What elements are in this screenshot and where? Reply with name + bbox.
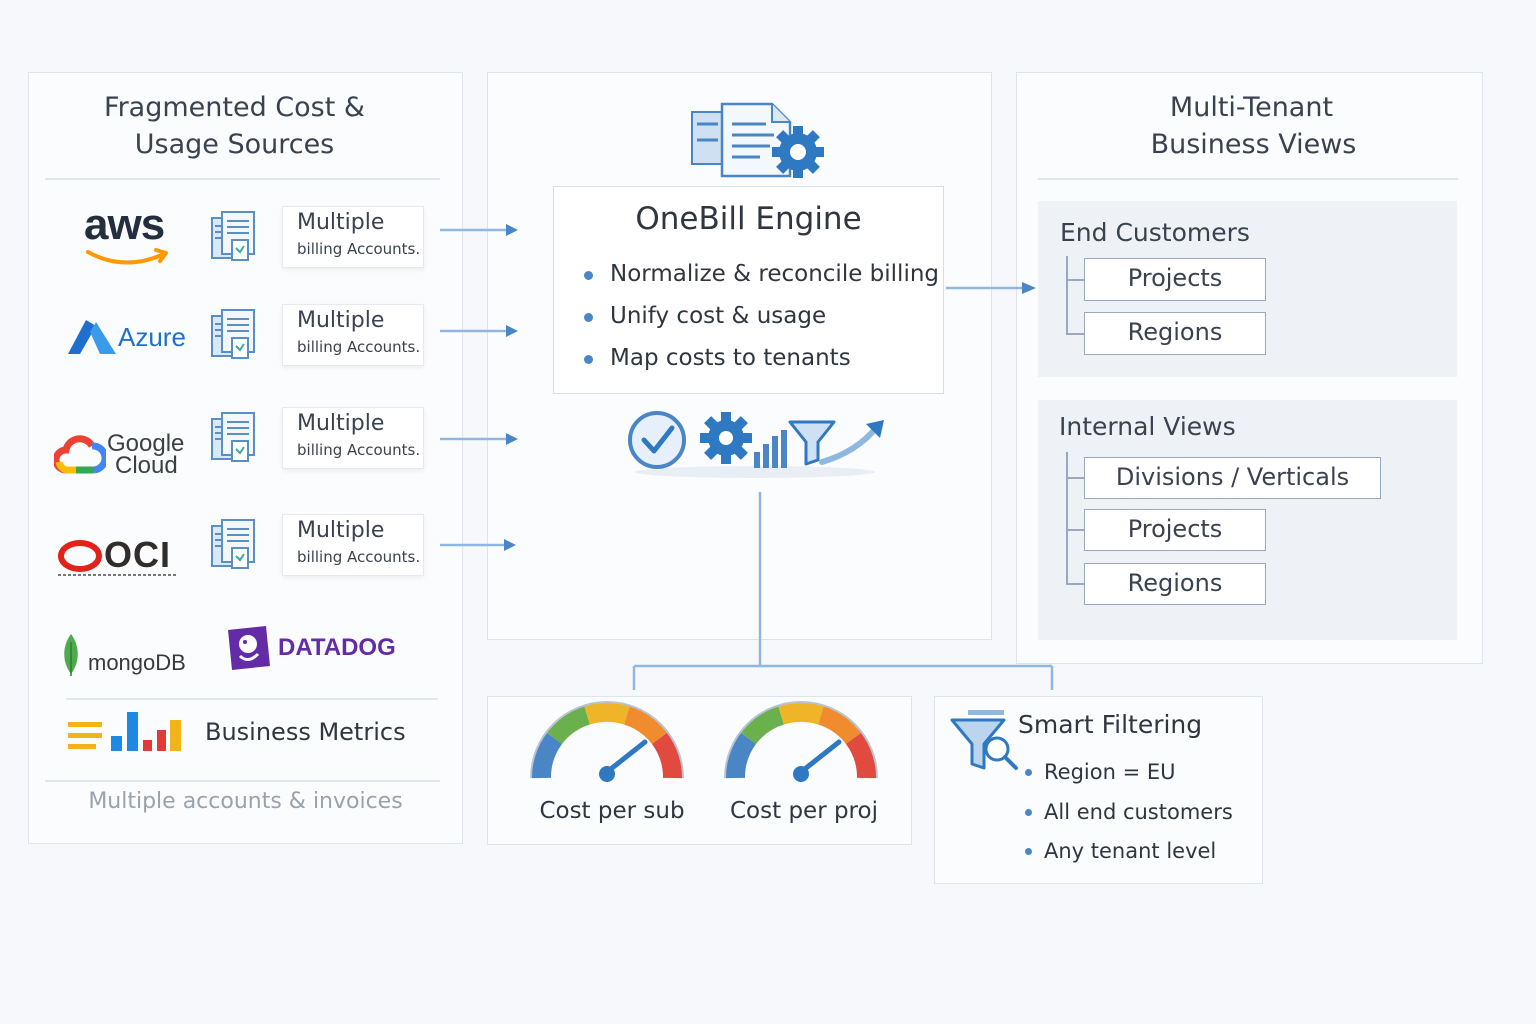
datadog-dog-icon bbox=[228, 626, 270, 670]
business-views-divider bbox=[1038, 178, 1458, 180]
google-cloud-logo: Google Cloud bbox=[54, 430, 194, 480]
aws-smile-icon bbox=[86, 248, 168, 265]
engine-box: OneBill Engine Normalize & reconcile bil… bbox=[553, 186, 944, 394]
mongodb-leaf-icon bbox=[64, 634, 78, 676]
engine-bullet: Unify cost & usage bbox=[582, 295, 939, 337]
oracle-ring-icon bbox=[58, 540, 102, 572]
business-views-title-line1: Multi-Tenant bbox=[1169, 92, 1334, 123]
end-customers-regions[interactable]: Regions bbox=[1084, 312, 1266, 355]
sources-panel-title-line1: Fragmented Cost & bbox=[104, 92, 365, 123]
tree-connector bbox=[1066, 452, 1068, 584]
sources-panel-title-line2: Usage Sources bbox=[134, 129, 335, 160]
tree-connector bbox=[1066, 333, 1084, 335]
tree-connector bbox=[1066, 583, 1084, 585]
smart-filtering-title: Smart Filtering bbox=[1018, 710, 1203, 739]
engine-bullets: Normalize & reconcile billing Unify cost… bbox=[582, 253, 939, 379]
internal-views-title: Internal Views bbox=[1059, 412, 1236, 441]
sources-footer: Multiple accounts & invoices bbox=[88, 789, 403, 814]
filter-item: Region = EU bbox=[1022, 753, 1233, 793]
metrics-divider-bottom bbox=[45, 780, 440, 782]
tree-connector bbox=[1066, 256, 1068, 334]
engine-bullet: Map costs to tenants bbox=[582, 337, 939, 379]
billing-card-gcp: Multiple billing Accounts. bbox=[282, 407, 424, 469]
business-views-title-line2: Business Views bbox=[1150, 129, 1357, 160]
internal-regions[interactable]: Regions bbox=[1084, 563, 1266, 605]
smart-filtering-list: Region = EU All end customers Any tenant… bbox=[1022, 753, 1233, 872]
internal-projects[interactable]: Projects bbox=[1084, 509, 1266, 551]
end-customers-projects[interactable]: Projects bbox=[1084, 258, 1266, 301]
oci-subtitle-mark bbox=[58, 574, 176, 576]
billing-card-oci: Multiple billing Accounts. bbox=[282, 514, 424, 576]
mongodb-logo: mongoDB bbox=[60, 632, 210, 678]
datadog-logo: DATADOG bbox=[224, 624, 404, 674]
aws-logo: aws bbox=[84, 200, 176, 270]
tree-connector bbox=[1066, 279, 1084, 281]
oci-logo: OCI bbox=[58, 534, 182, 580]
filter-item: Any tenant level bbox=[1022, 832, 1233, 872]
tree-connector bbox=[1066, 529, 1084, 531]
azure-logo: Azure bbox=[66, 318, 196, 358]
engine-bullet: Normalize & reconcile billing bbox=[582, 253, 939, 295]
azure-mark-icon bbox=[68, 320, 116, 354]
billing-card-azure: Multiple billing Accounts. bbox=[282, 304, 424, 366]
sources-title-divider bbox=[45, 178, 440, 180]
metrics-divider-top bbox=[66, 698, 438, 700]
tree-connector bbox=[1066, 477, 1084, 479]
filter-item: All end customers bbox=[1022, 793, 1233, 833]
end-customers-title: End Customers bbox=[1060, 218, 1250, 247]
gauge-cost-per-sub-label: Cost per sub bbox=[539, 798, 685, 824]
business-metrics-label: Business Metrics bbox=[205, 718, 406, 746]
gauge-cost-per-proj-label: Cost per proj bbox=[730, 798, 878, 824]
engine-title: OneBill Engine bbox=[635, 201, 862, 237]
billing-card-aws: Multiple billing Accounts. bbox=[282, 206, 424, 268]
internal-divisions-verticals[interactable]: Divisions / Verticals bbox=[1084, 457, 1381, 499]
google-cloud-icon bbox=[54, 435, 106, 474]
